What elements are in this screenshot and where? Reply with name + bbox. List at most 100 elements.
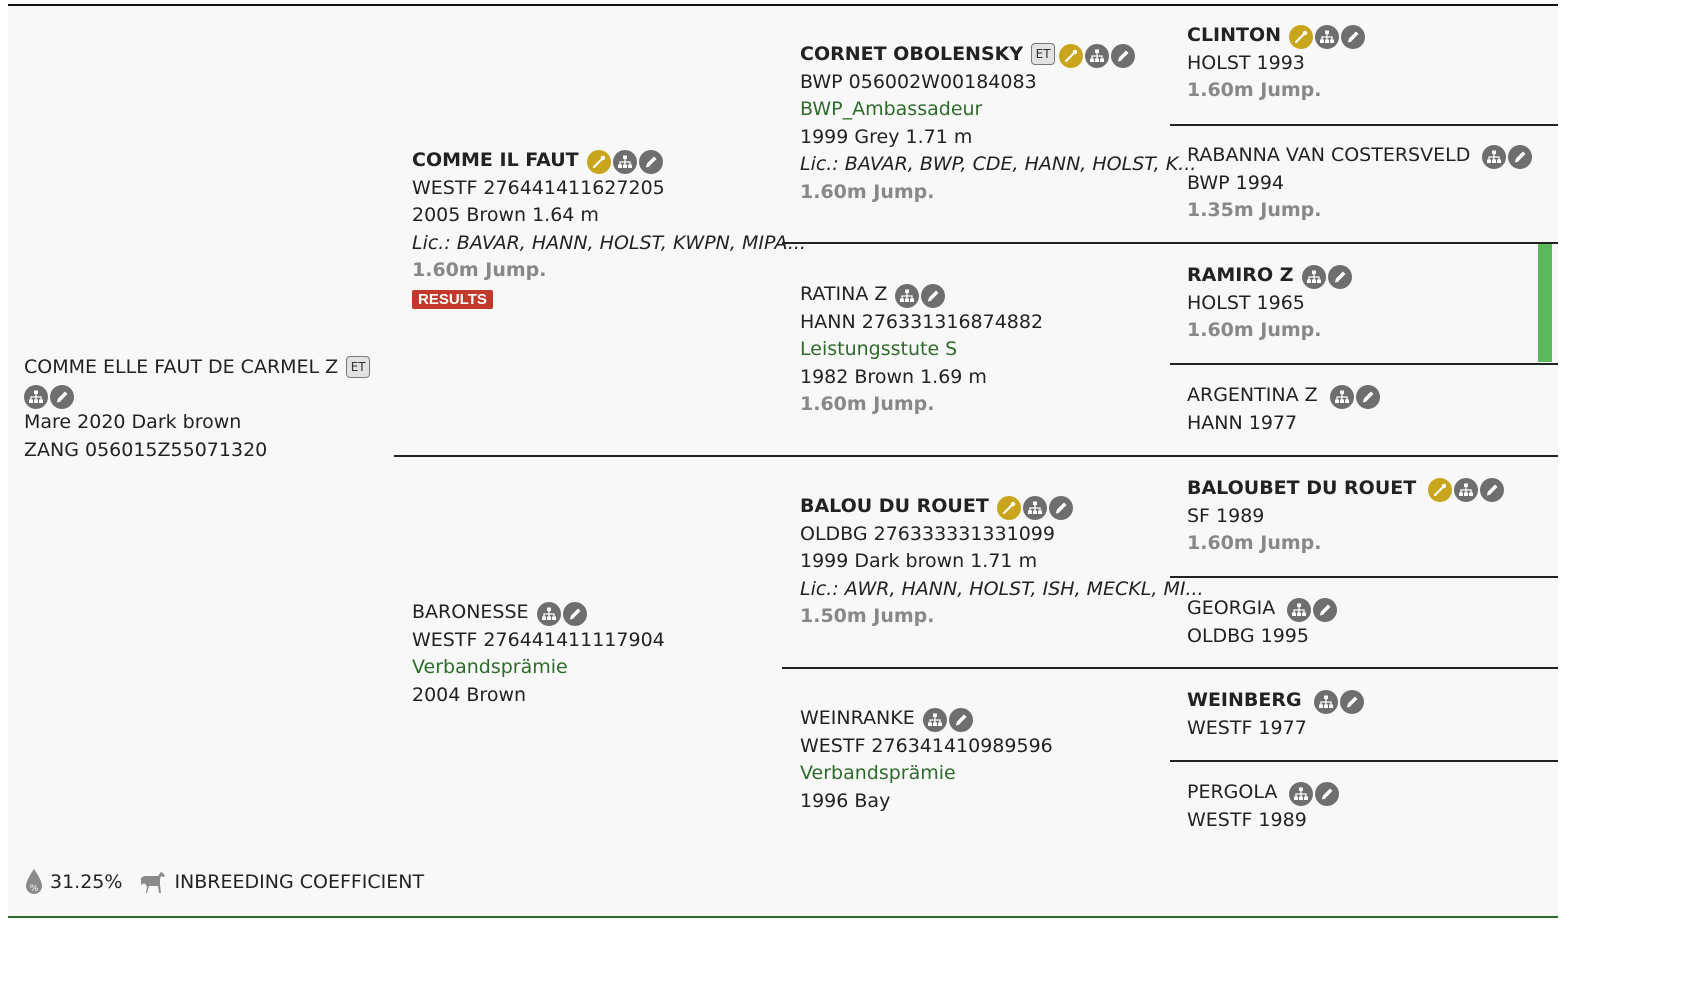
dam-dam-description: 1996 Bay — [800, 789, 891, 812]
edit-pencil-icon[interactable] — [638, 150, 663, 174]
edit-pencil-icon[interactable] — [1480, 478, 1505, 502]
dam-sire-name[interactable]: BALOU DU ROUET — [800, 495, 989, 517]
divider — [394, 455, 1558, 457]
pedigree-tree-icon[interactable] — [1482, 145, 1507, 169]
blood-drop-icon: % — [26, 869, 42, 894]
dam-sire-cell: BALOU DU ROUET OLDBG 276333331331099 199… — [800, 493, 1204, 631]
ancestor-name[interactable]: WEINBERG — [1187, 689, 1302, 711]
pedigree-tree-icon[interactable] — [1301, 265, 1326, 289]
dam-sire-licenses: Lic.: AWR, HANN, HOLST, ISH, MECKL, MI..… — [800, 577, 1204, 600]
sire-name[interactable]: COMME IL FAUT — [412, 149, 579, 171]
edit-pencil-icon[interactable] — [1111, 44, 1136, 68]
et-badge: ET — [346, 356, 371, 378]
sire-sire-name[interactable]: CORNET OBOLENSKY — [800, 43, 1024, 65]
inbreeding-label[interactable]: INBREEDING COEFFICIENT — [174, 871, 425, 893]
dam-title: Verbandsprämie — [412, 656, 568, 678]
ancestor-registration: WESTF 1989 — [1187, 808, 1307, 831]
pedigree-tree-icon[interactable] — [24, 384, 48, 409]
dam-dam-cell: WEINRANKE WESTF 276341410989596 Verbands… — [800, 705, 1053, 815]
edit-pencil-icon[interactable] — [1048, 496, 1073, 520]
inbreeding-row: % 31.25% INBREEDING COEFFICIENT — [24, 868, 424, 896]
ancestor-jump: 1.35m Jump. — [1187, 199, 1322, 221]
ancestor-jump: 1.60m Jump. — [1187, 532, 1322, 554]
ancestor-name[interactable]: PERGOLA — [1187, 781, 1278, 803]
pedigree-tree-icon[interactable] — [1022, 496, 1047, 520]
edit-pencil-icon[interactable] — [948, 708, 973, 732]
ancestor-jump: 1.60m Jump. — [1187, 79, 1322, 101]
pedigree-tree-icon[interactable] — [1085, 44, 1110, 68]
ancestor-name[interactable]: ARGENTINA Z — [1187, 384, 1318, 406]
divider — [1170, 576, 1558, 578]
edit-pencil-icon[interactable] — [1313, 598, 1338, 622]
edit-pencil-icon[interactable] — [1327, 265, 1352, 289]
sire-dam-jump: 1.60m Jump. — [800, 393, 935, 415]
divider — [782, 667, 1558, 669]
svg-text:%: % — [30, 884, 39, 894]
sire-sire-jump: 1.60m Jump. — [800, 180, 935, 203]
dam-dam-name[interactable]: WEINRANKE — [800, 707, 915, 729]
dam-cell: BARONESSE WESTF 276441411117904 Verbands… — [412, 599, 665, 709]
pedigree-tree-icon[interactable] — [536, 602, 561, 626]
sire-dam-registration: HANN 276331316874882 — [800, 310, 1044, 333]
dam-name[interactable]: BARONESSE — [412, 601, 529, 623]
sire-cell: COMME IL FAUT WESTF 276441411627205 2005… — [412, 147, 806, 312]
magic-wand-icon[interactable] — [1059, 44, 1084, 68]
ancestor-registration: HANN 1977 — [1187, 411, 1298, 434]
subject-registration: ZANG 056015Z55071320 — [24, 438, 268, 461]
ancestor-cell: CLINTON HOLST 1993 1.60m Jump. — [1187, 22, 1366, 105]
edit-pencil-icon[interactable] — [1315, 782, 1340, 806]
inbreeding-percent: 31.25% — [50, 871, 123, 893]
sire-sire-registration: BWP 056002W00184083 — [800, 70, 1037, 93]
edit-pencil-icon[interactable] — [1508, 145, 1533, 169]
ancestor-cell: WEINBERG WESTF 1977 — [1187, 687, 1364, 742]
horse-icon[interactable] — [138, 869, 168, 895]
pedigree-tree-icon[interactable] — [1315, 25, 1340, 49]
sire-dam-title: Leistungsstute S — [800, 338, 958, 360]
magic-wand-icon[interactable] — [1428, 478, 1453, 502]
ancestor-cell: BALOUBET DU ROUET SF 1989 1.60m Jump. — [1187, 475, 1505, 558]
pedigree-tree-icon[interactable] — [895, 284, 920, 308]
sire-dam-cell: RATINA Z HANN 276331316874882 Leistungss… — [800, 281, 1043, 419]
edit-pencil-icon[interactable] — [50, 384, 74, 409]
pedigree-tree-icon[interactable] — [1289, 782, 1314, 806]
pedigree-tree-icon[interactable] — [1287, 598, 1312, 622]
ancestor-name[interactable]: GEORGIA — [1187, 597, 1276, 619]
ancestor-registration: HOLST 1965 — [1187, 291, 1305, 314]
dam-description: 2004 Brown — [412, 683, 527, 706]
subject-name[interactable]: COMME ELLE FAUT DE CARMEL Z — [24, 356, 339, 378]
ancestor-cell: ARGENTINA Z HANN 1977 — [1187, 382, 1380, 437]
ancestor-name[interactable]: CLINTON — [1187, 24, 1282, 46]
magic-wand-icon[interactable] — [586, 150, 611, 174]
edit-pencil-icon[interactable] — [1341, 25, 1366, 49]
edit-pencil-icon[interactable] — [921, 284, 946, 308]
edit-pencil-icon[interactable] — [1339, 690, 1364, 714]
pedigree-tree-icon[interactable] — [922, 708, 947, 732]
sire-dam-name[interactable]: RATINA Z — [800, 283, 888, 305]
results-button[interactable]: RESULTS — [412, 289, 493, 309]
dam-sire-jump: 1.50m Jump. — [800, 605, 935, 627]
sire-jump: 1.60m Jump. — [412, 259, 547, 281]
pedigree-tree-icon[interactable] — [1454, 478, 1479, 502]
sire-licenses: Lic.: BAVAR, HANN, HOLST, KWPN, MIPA... — [412, 231, 806, 254]
pedigree-tree-icon[interactable] — [1329, 385, 1354, 409]
sire-sire-licenses: Lic.: BAVAR, BWP, CDE, HANN, HOLST, K... — [800, 153, 1197, 175]
edit-pencil-icon[interactable] — [1355, 385, 1380, 409]
pedigree-tree-icon[interactable] — [612, 150, 637, 174]
ancestor-name[interactable]: BALOUBET DU ROUET — [1187, 477, 1417, 499]
ancestor-registration: HOLST 1993 — [1187, 51, 1305, 74]
ancestor-jump: 1.60m Jump. — [1187, 319, 1322, 341]
magic-wand-icon[interactable] — [1289, 25, 1314, 49]
ancestor-name[interactable]: RABANNA VAN COSTERSVELD — [1187, 144, 1471, 166]
dam-sire-registration: OLDBG 276333331331099 — [800, 522, 1055, 545]
sire-registration: WESTF 276441411627205 — [412, 176, 665, 199]
ancestor-name[interactable]: RAMIRO Z — [1187, 264, 1294, 286]
ancestor-cell: RABANNA VAN COSTERSVELD BWP 1994 1.35m J… — [1187, 142, 1533, 225]
divider — [1170, 363, 1558, 365]
dam-dam-registration: WESTF 276341410989596 — [800, 734, 1053, 757]
pedigree-tree-icon[interactable] — [1313, 690, 1338, 714]
ancestor-cell: RAMIRO Z HOLST 1965 1.60m Jump. — [1187, 262, 1352, 345]
edit-pencil-icon[interactable] — [562, 602, 587, 626]
magic-wand-icon[interactable] — [996, 496, 1021, 520]
